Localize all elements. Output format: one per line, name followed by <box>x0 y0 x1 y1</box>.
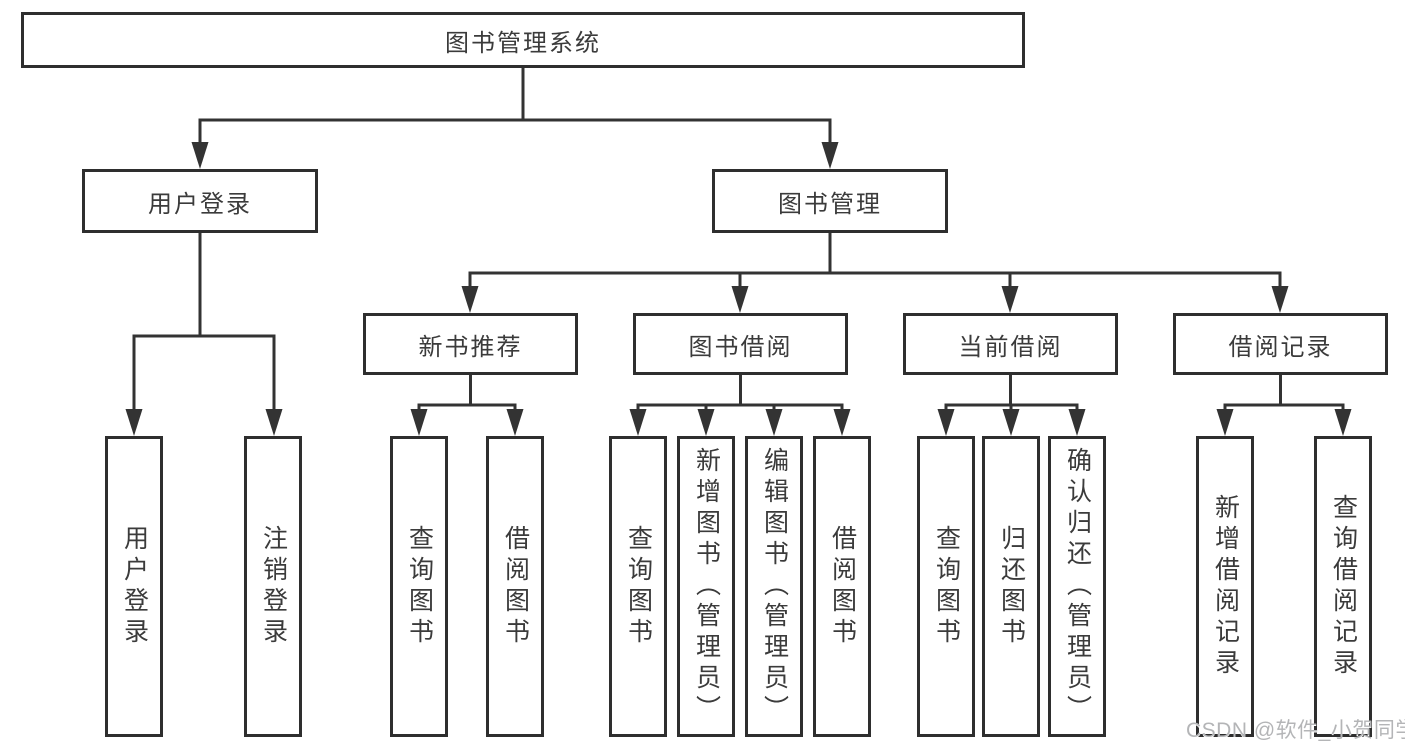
arrowhead-g4-leaf2 <box>1334 409 1352 436</box>
leaf-return-book-label: 归还图书 <box>997 524 1026 649</box>
arrowhead-g1-leaf2 <box>506 409 524 436</box>
arrowhead-g2-leaf2 <box>697 409 715 436</box>
arrowhead-book-borrow <box>731 286 749 313</box>
connector-arrowheads <box>125 142 1352 436</box>
node-new-book-recommendation: 新书推荐 <box>363 313 578 375</box>
leaf-logout-login: 注销登录 <box>244 436 302 737</box>
node-root-system: 图书管理系统 <box>21 12 1025 68</box>
arrowhead-g2-leaf1 <box>629 409 647 436</box>
arrowhead-leaf-user-login <box>125 409 143 436</box>
leaf-borrow-book-recommend-label: 借阅图书 <box>501 524 530 649</box>
leaf-add-borrow-record-label: 新增借阅记录 <box>1211 493 1240 680</box>
leaf-query-book-borrow-label: 查询图书 <box>624 524 653 649</box>
arrowhead-g1-leaf1 <box>410 409 428 436</box>
csdn-watermark: CSDN @软件_小贺同学 <box>1186 719 1405 742</box>
arrowhead-leaf-logout <box>265 409 283 436</box>
leaf-confirm-return-admin: 确认归还（管理员） <box>1048 436 1106 737</box>
arrowhead-g2-leaf4 <box>833 409 851 436</box>
arrowhead-g3-leaf2 <box>1002 409 1020 436</box>
leaf-borrow-book-label: 借阅图书 <box>828 524 857 649</box>
leaf-query-borrow-record: 查询借阅记录 <box>1314 436 1372 737</box>
leaf-user-login-label: 用户登录 <box>120 524 149 649</box>
arrowhead-g4-leaf1 <box>1216 409 1234 436</box>
node-borrowing-records: 借阅记录 <box>1173 313 1388 375</box>
leaf-add-book-admin-label: 新增图书（管理员） <box>692 447 721 726</box>
leaf-query-book-current: 查询图书 <box>917 436 975 737</box>
leaf-borrow-book: 借阅图书 <box>813 436 871 737</box>
node-user-login: 用户登录 <box>82 169 318 233</box>
node-book-borrowing: 图书借阅 <box>633 313 848 375</box>
leaf-query-borrow-record-label: 查询借阅记录 <box>1329 493 1358 680</box>
leaf-confirm-return-admin-label: 确认归还（管理员） <box>1063 447 1092 726</box>
leaf-edit-book-admin: 编辑图书（管理员） <box>745 436 803 737</box>
arrowhead-g3-leaf3 <box>1068 409 1086 436</box>
leaf-add-book-admin: 新增图书（管理员） <box>677 436 735 737</box>
leaf-query-book-recommend-label: 查询图书 <box>405 524 434 649</box>
leaf-user-login: 用户登录 <box>105 436 163 737</box>
arrowhead-book-management <box>821 142 839 169</box>
leaf-edit-book-admin-label: 编辑图书（管理员） <box>760 447 789 726</box>
leaf-logout-login-label: 注销登录 <box>259 524 288 649</box>
leaf-query-book-borrow: 查询图书 <box>609 436 667 737</box>
leaf-query-book-recommend: 查询图书 <box>390 436 448 737</box>
arrowhead-g2-leaf3 <box>765 409 783 436</box>
arrowhead-user-login <box>191 142 209 169</box>
arrowhead-new-book <box>461 286 479 313</box>
arrowhead-g3-leaf1 <box>937 409 955 436</box>
arrowhead-borrow-records <box>1271 286 1289 313</box>
arrowhead-current-borrow <box>1001 286 1019 313</box>
node-current-borrowing: 当前借阅 <box>903 313 1118 375</box>
node-book-management: 图书管理 <box>712 169 948 233</box>
leaf-return-book: 归还图书 <box>982 436 1040 737</box>
leaf-query-book-current-label: 查询图书 <box>932 524 961 649</box>
leaf-add-borrow-record: 新增借阅记录 <box>1196 436 1254 737</box>
leaf-borrow-book-recommend: 借阅图书 <box>486 436 544 737</box>
